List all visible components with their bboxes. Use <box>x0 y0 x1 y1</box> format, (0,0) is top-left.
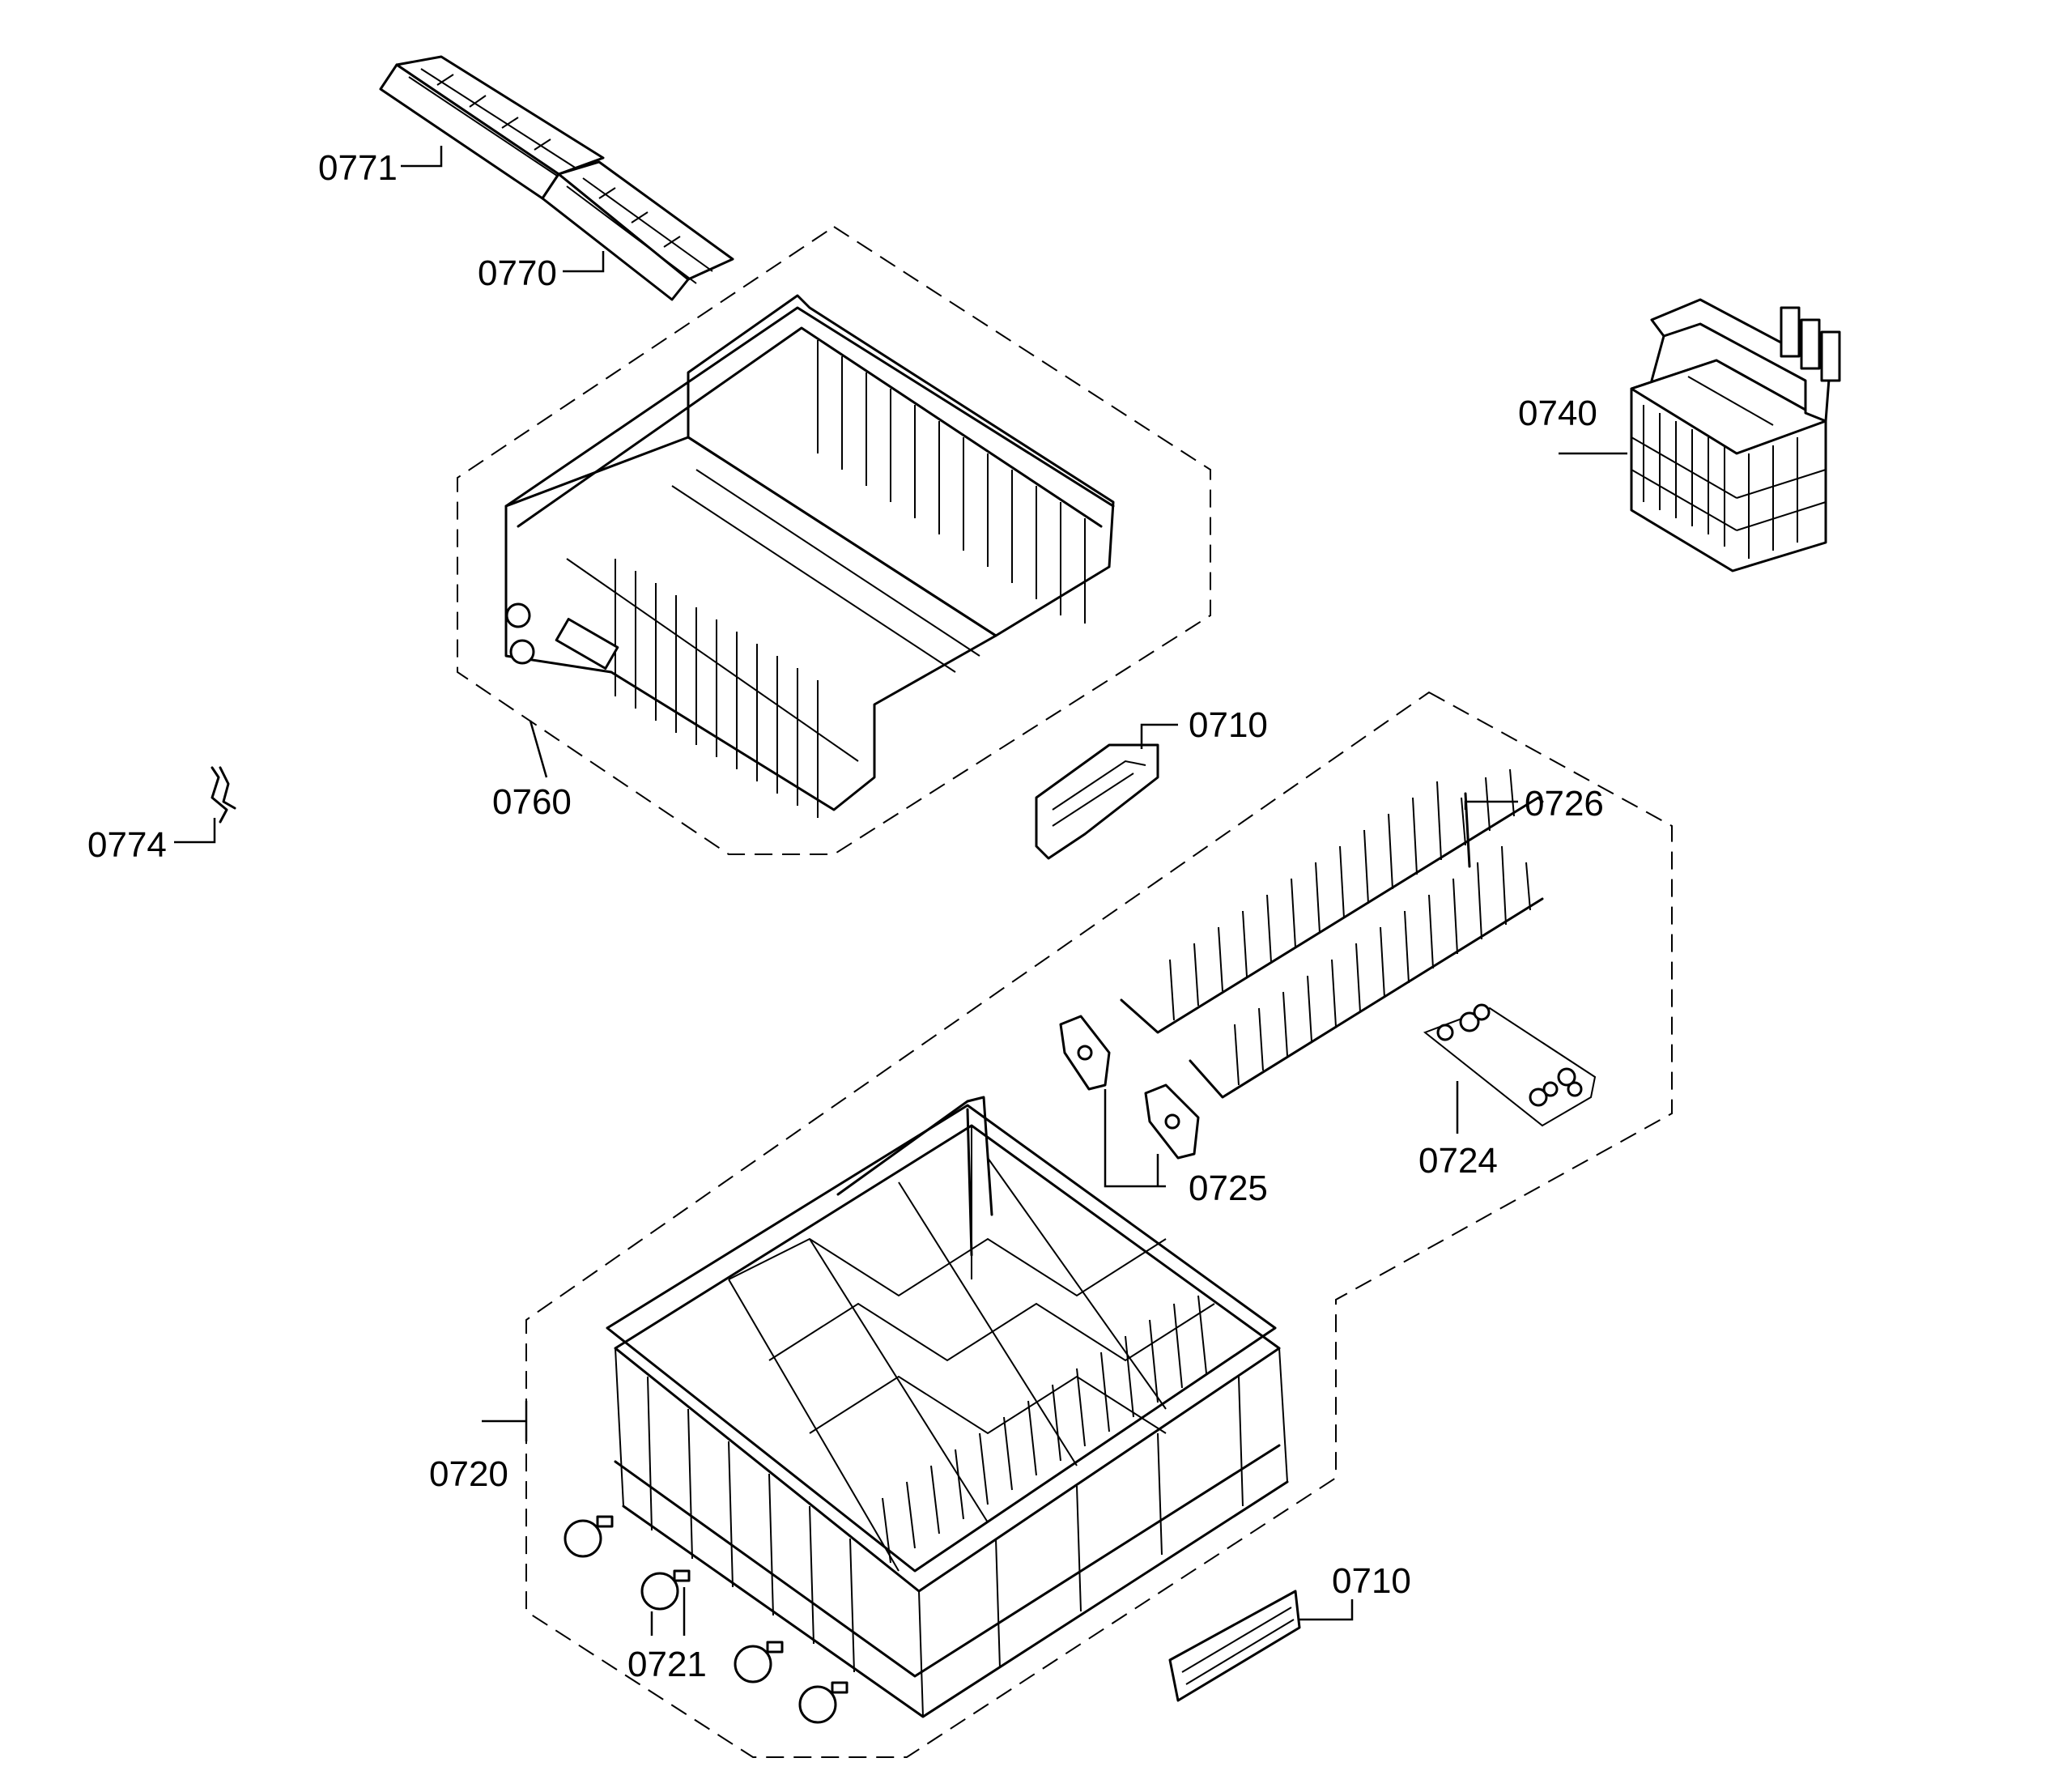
lower-rack-assembly-boundary <box>525 691 1673 1758</box>
leader-0726 <box>1464 800 1518 810</box>
label-0771: 0771 <box>318 148 398 188</box>
leader-0760 <box>529 720 548 778</box>
label-0720: 0720 <box>429 1454 508 1494</box>
upper-rack-0760[interactable] <box>504 294 1115 818</box>
hinge-clip-0725-left[interactable] <box>1059 1015 1111 1091</box>
leader-0710-lower <box>1299 1599 1354 1621</box>
upper-rack-assembly-boundary <box>457 225 1211 855</box>
cup-shelf-0771[interactable] <box>379 55 605 200</box>
label-0726: 0726 <box>1525 784 1604 824</box>
label-0770: 0770 <box>478 253 557 293</box>
label-0760: 0760 <box>492 782 572 822</box>
hinge-clip-0725-right[interactable] <box>1144 1083 1200 1160</box>
label-0710-upper: 0710 <box>1189 705 1268 745</box>
leader-0725 <box>1104 1089 1166 1188</box>
handle-0710-upper[interactable] <box>1035 743 1159 860</box>
leader-0774 <box>174 818 216 844</box>
wheel-set-0721[interactable] <box>564 1515 848 1724</box>
leader-0771 <box>401 146 443 168</box>
handle-0710-lower[interactable] <box>1168 1590 1301 1702</box>
cutlery-basket-0740[interactable] <box>1630 298 1841 573</box>
folding-tine-row-0726[interactable] <box>1120 768 1544 1099</box>
label-0725: 0725 <box>1189 1168 1268 1208</box>
lower-rack-0720[interactable] <box>606 1096 1289 1718</box>
label-0721: 0721 <box>627 1645 707 1684</box>
label-0774: 0774 <box>87 825 167 865</box>
clip-0774[interactable] <box>211 766 236 824</box>
label-0724: 0724 <box>1418 1141 1498 1181</box>
label-0710-lower: 0710 <box>1332 1561 1411 1601</box>
leader-0710-upper <box>1140 723 1178 749</box>
cup-shelf-0770[interactable] <box>541 160 734 301</box>
leader-0770 <box>563 251 605 273</box>
label-0740: 0740 <box>1518 394 1597 433</box>
clip-set-0724[interactable] <box>1423 1003 1597 1127</box>
